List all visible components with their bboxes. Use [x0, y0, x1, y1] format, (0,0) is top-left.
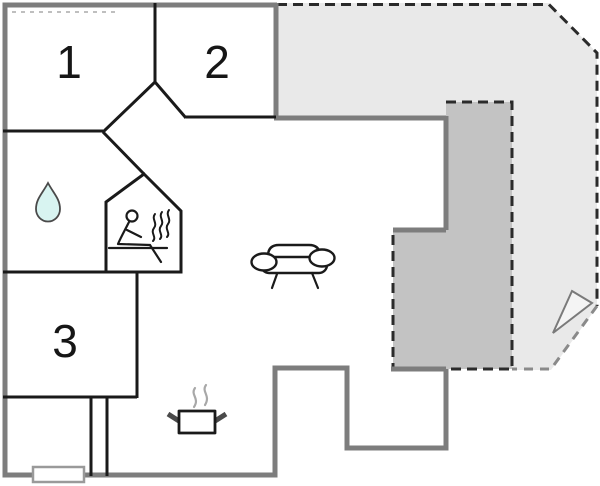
- room-2-label: 2: [204, 36, 230, 88]
- sauna-icon: [104, 172, 183, 274]
- pot-body: [177, 409, 217, 435]
- sauna-cabin-outline: [104, 172, 183, 274]
- outer-wall-terrace-side: [273, 3, 449, 372]
- water-drop-icon: [35, 181, 61, 223]
- sofa-armrest-left: [250, 252, 278, 272]
- pot-handles: [166, 411, 228, 424]
- entrance-door-marker: [31, 465, 86, 484]
- sauna-heat-waves: [151, 209, 171, 242]
- terrace-dashed-border-gray: [512, 305, 599, 371]
- terrace-dashed-border-dark: [277, 3, 599, 306]
- sauna-person-body: [107, 220, 169, 264]
- interior-walls: [3, 3, 276, 476]
- sauna-person-head: [125, 209, 139, 223]
- sofa-legs: [270, 271, 320, 290]
- outer-wall: [2, 2, 449, 478]
- sofa-icon: [250, 243, 336, 290]
- room-1-label: 1: [56, 36, 82, 88]
- room-3-label: 3: [52, 315, 78, 367]
- covered-terrace-area: [393, 102, 512, 369]
- cooking-pot-icon: [166, 383, 228, 435]
- sofa-armrest-right: [308, 248, 336, 268]
- open-terrace-area: [277, 3, 597, 370]
- pot-steam: [192, 383, 209, 409]
- direction-arrow-icon: [552, 289, 594, 334]
